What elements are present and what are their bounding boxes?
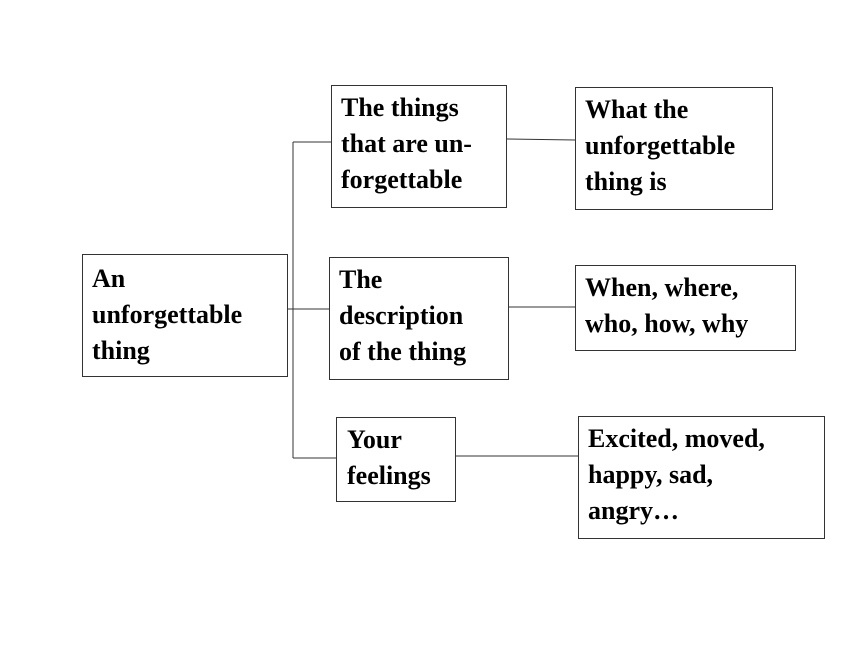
root-node: An unforgettable thing <box>82 254 288 377</box>
detail-node-emotions: Excited, moved, happy, sad, angry… <box>578 416 825 539</box>
branch-node-things: The things that are un- forgettable <box>331 85 507 208</box>
connector-branch-1-detail <box>506 138 576 141</box>
detail-node-when-where: When, where, who, how, why <box>575 265 796 351</box>
branch-node-description: The description of the thing <box>329 257 509 380</box>
detail-node-what: What the unforgettable thing is <box>575 87 773 210</box>
branch-node-feelings: Your feelings <box>336 417 456 502</box>
